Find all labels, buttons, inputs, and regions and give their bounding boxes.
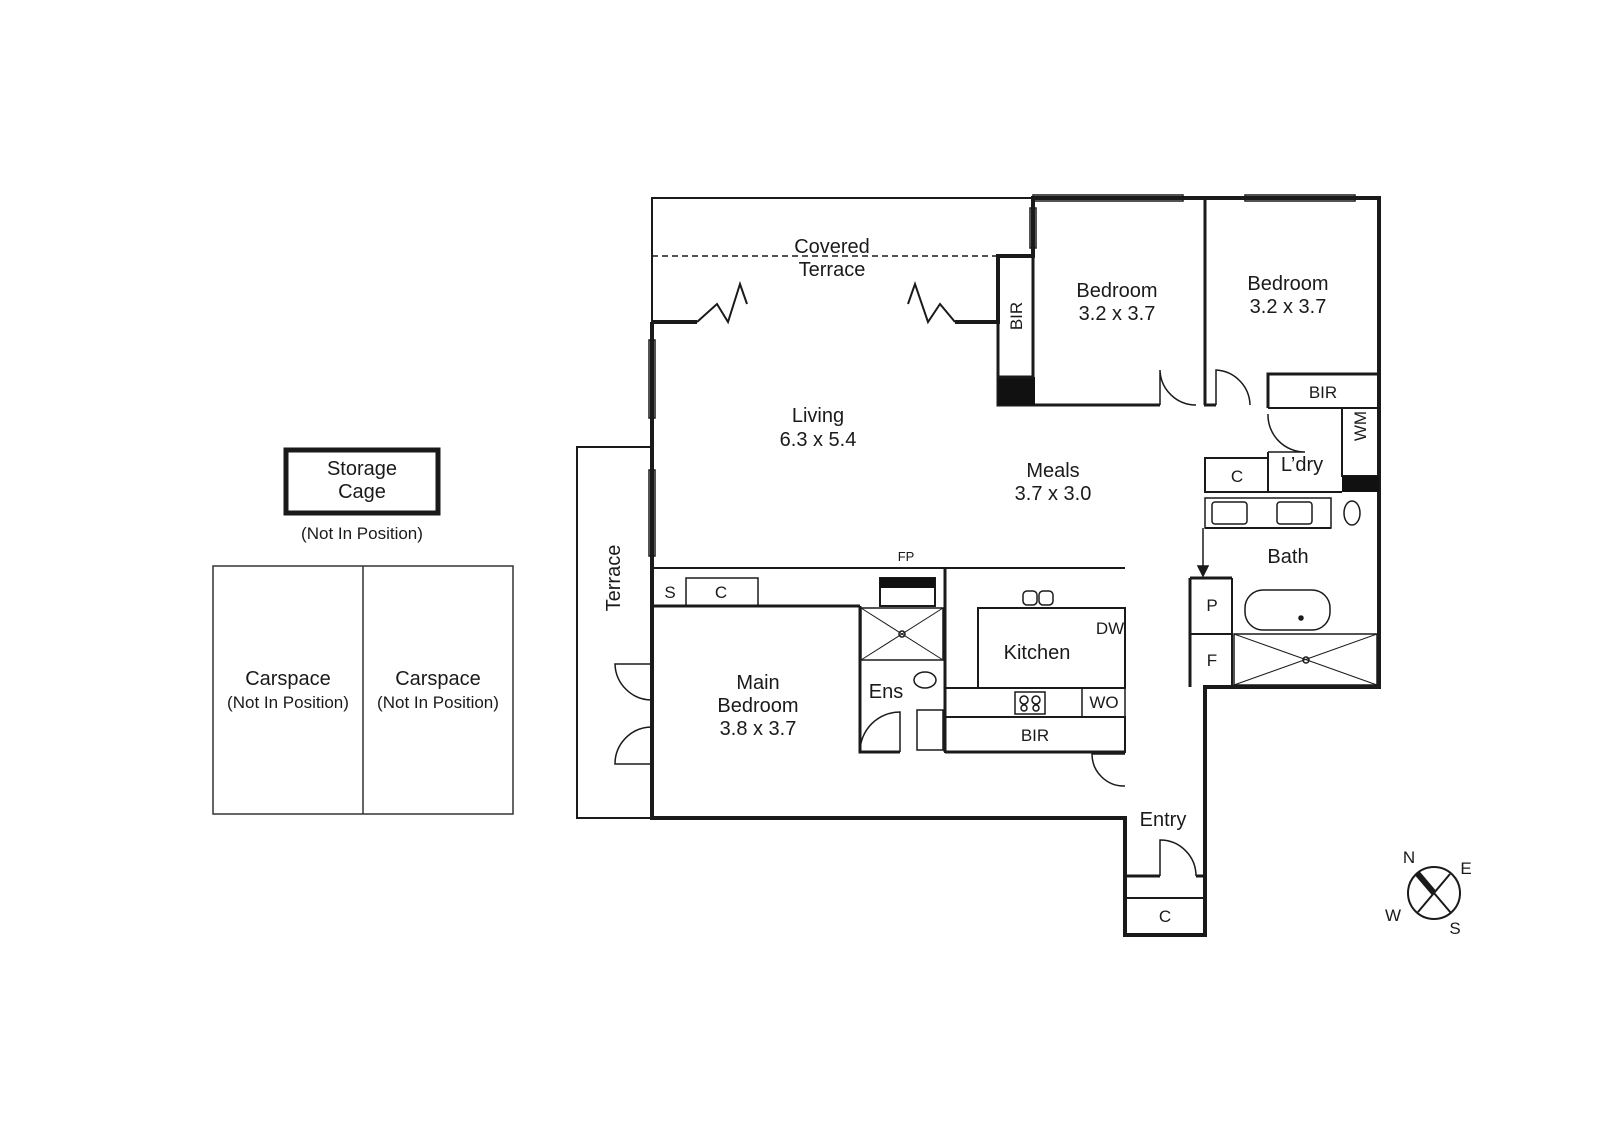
main-bedroom-label-2: Bedroom <box>717 695 798 717</box>
carspace-1-note: (Not In Position) <box>227 693 349 712</box>
bifold-doors <box>696 280 956 325</box>
laundry-label: L’dry <box>1281 454 1323 476</box>
terrace-label: Terrace <box>603 545 625 612</box>
bir-main-label: BIR <box>1021 726 1049 745</box>
bir-vertical-label: BIR <box>1007 302 1026 330</box>
meals-label: Meals <box>1026 460 1079 482</box>
carspace-2-label: Carspace <box>395 668 481 690</box>
living-size: 6.3 x 5.4 <box>780 429 857 451</box>
c-living-label: C <box>715 583 727 602</box>
wo-label: WO <box>1089 693 1118 712</box>
dark-fills <box>880 377 1379 588</box>
storage-cage-label-1: Storage <box>327 458 397 480</box>
door-swings <box>614 369 1306 877</box>
c-laundry-label: C <box>1231 467 1243 486</box>
bedroom-2-label: Bedroom <box>1247 273 1328 295</box>
living-label: Living <box>792 405 844 427</box>
compass-n-label: N <box>1403 848 1415 867</box>
covered-terrace-label-2: Terrace <box>799 259 866 281</box>
bir-bedroom-label: BIR <box>1309 383 1337 402</box>
dw-label: DW <box>1096 619 1124 638</box>
carspaces <box>212 565 514 815</box>
storage-cage: Storage Cage <box>283 447 441 516</box>
bath-label: Bath <box>1267 546 1308 568</box>
main-bedroom-size: 3.8 x 3.7 <box>720 718 797 740</box>
bedroom-1-label: Bedroom <box>1076 280 1157 302</box>
kitchen-label: Kitchen <box>1004 642 1071 664</box>
pantry-arrow <box>1196 528 1210 578</box>
compass-w-label: W <box>1385 906 1401 925</box>
covered-terrace-label-1: Covered <box>794 236 870 258</box>
f-label: F <box>1207 651 1217 670</box>
bedroom-1-size: 3.2 x 3.7 <box>1079 303 1156 325</box>
fp-label: FP <box>898 549 915 564</box>
bedroom-2-size: 3.2 x 3.7 <box>1250 296 1327 318</box>
entry-label: Entry <box>1140 809 1187 831</box>
windows <box>648 194 1356 557</box>
compass-e-label: E <box>1460 859 1471 878</box>
wm-label: WM <box>1351 411 1370 441</box>
apartment-walls <box>576 196 1381 937</box>
meals-size: 3.7 x 3.0 <box>1015 483 1092 505</box>
carspace-2-note: (Not In Position) <box>377 693 499 712</box>
c-entry-label: C <box>1159 907 1171 926</box>
compass-icon <box>1407 866 1461 920</box>
bir-vertical-box <box>996 254 1035 379</box>
main-bedroom-label-1: Main <box>736 672 779 694</box>
s-label: S <box>664 583 675 602</box>
storage-cage-label-2: Cage <box>338 481 386 503</box>
ensuite-label: Ens <box>869 681 903 703</box>
storage-cage-note: (Not In Position) <box>301 524 423 543</box>
fixtures <box>898 500 1361 712</box>
carspace-1-label: Carspace <box>245 668 331 690</box>
p-label: P <box>1206 596 1217 615</box>
compass-s-label: S <box>1449 919 1460 938</box>
